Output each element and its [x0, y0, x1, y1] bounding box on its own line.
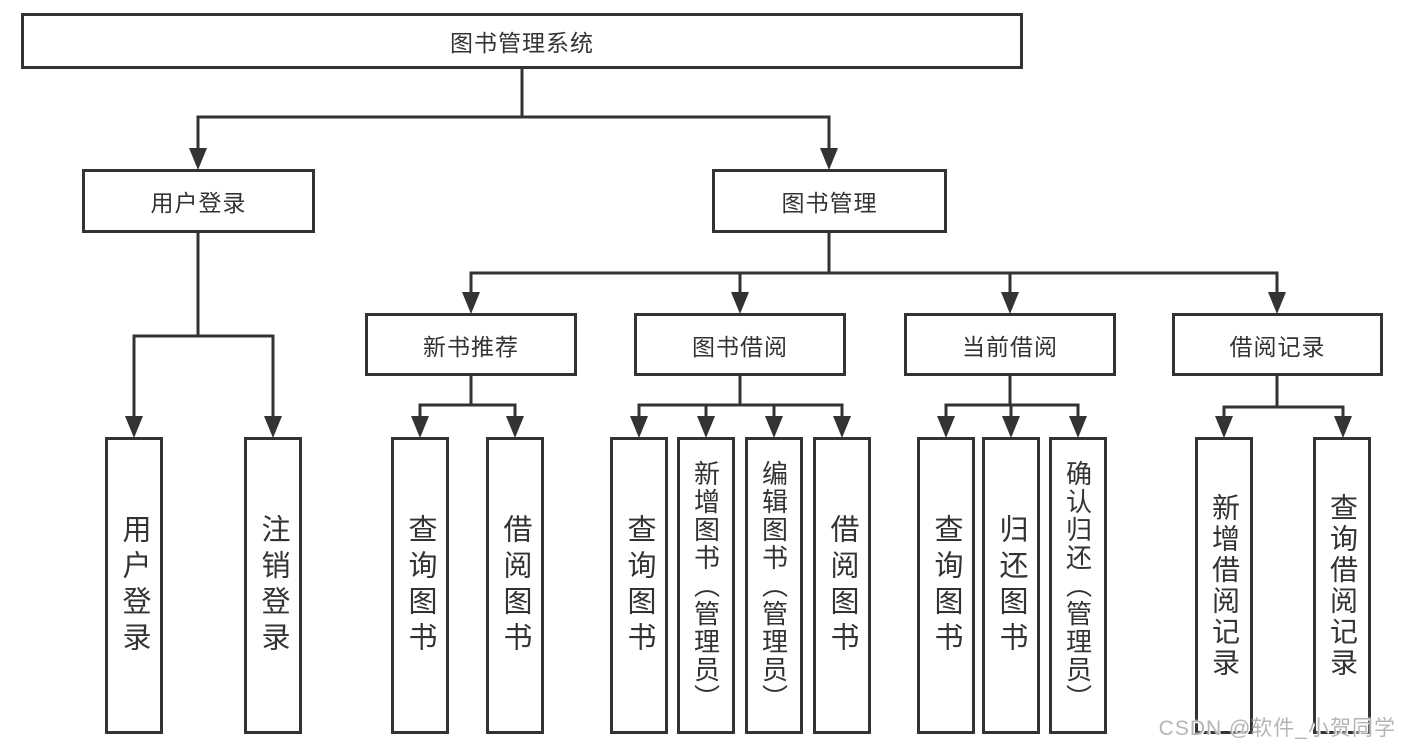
leaf-confirm-return-admin-label: 确认归还（管理员） — [1062, 459, 1093, 712]
node-book-borrow: 图书借阅 — [634, 313, 846, 376]
node-library-management-system: 图书管理系统 — [21, 13, 1023, 69]
leaf-query-books-recommend: 查询图书 — [391, 437, 449, 734]
leaf-edit-book-admin-label: 编辑图书（管理员） — [758, 459, 789, 712]
leaf-query-books-recommend-label: 查询图书 — [404, 513, 436, 658]
leaf-query-books-borrow: 查询图书 — [610, 437, 668, 734]
node-current-borrow: 当前借阅 — [904, 313, 1116, 376]
connector-book-borrow-leaves — [630, 374, 851, 438]
leaf-query-borrow-record-label: 查询借阅记录 — [1327, 492, 1358, 679]
leaf-borrow-books-borrow-label: 借阅图书 — [826, 513, 858, 658]
leaf-add-borrow-record: 新增借阅记录 — [1195, 437, 1253, 734]
leaf-borrow-books-recommend: 借阅图书 — [486, 437, 544, 734]
leaf-query-borrow-record: 查询借阅记录 — [1313, 437, 1371, 734]
leaf-return-book-label: 归还图书 — [995, 513, 1027, 658]
node-borrow-records: 借阅记录 — [1172, 313, 1383, 376]
connector-root-to-level2 — [189, 69, 838, 170]
leaf-user-login: 用户登录 — [105, 437, 163, 734]
connector-current-borrow-leaves — [937, 374, 1087, 438]
connector-borrow-records-leaves — [1215, 374, 1352, 438]
connector-new-book-recommend-leaves — [411, 374, 524, 438]
leaf-borrow-books-borrow: 借阅图书 — [813, 437, 871, 734]
leaf-confirm-return-admin: 确认归还（管理员） — [1049, 437, 1107, 734]
leaf-borrow-books-recommend-label: 借阅图书 — [499, 513, 531, 658]
leaf-query-books-current: 查询图书 — [917, 437, 975, 734]
leaf-return-book: 归还图书 — [982, 437, 1040, 734]
leaf-add-book-admin-label: 新增图书（管理员） — [690, 459, 721, 712]
connector-user-login-leaves — [125, 233, 282, 438]
leaf-user-login-label: 用户登录 — [118, 513, 150, 658]
leaf-query-books-current-label: 查询图书 — [930, 513, 962, 658]
leaf-edit-book-admin: 编辑图书（管理员） — [745, 437, 803, 734]
leaf-logout: 注销登录 — [244, 437, 302, 734]
connector-book-management-to-level3 — [462, 233, 1286, 314]
node-user-login: 用户登录 — [82, 169, 315, 233]
leaf-add-borrow-record-label: 新增借阅记录 — [1209, 492, 1240, 679]
leaf-logout-label: 注销登录 — [257, 513, 289, 658]
node-new-book-recommend: 新书推荐 — [365, 313, 577, 376]
node-book-management: 图书管理 — [712, 169, 947, 233]
leaf-add-book-admin: 新增图书（管理员） — [677, 437, 735, 734]
csdn-watermark: CSDN @软件_小贺同学 — [1158, 717, 1396, 740]
leaf-query-books-borrow-label: 查询图书 — [623, 513, 655, 658]
